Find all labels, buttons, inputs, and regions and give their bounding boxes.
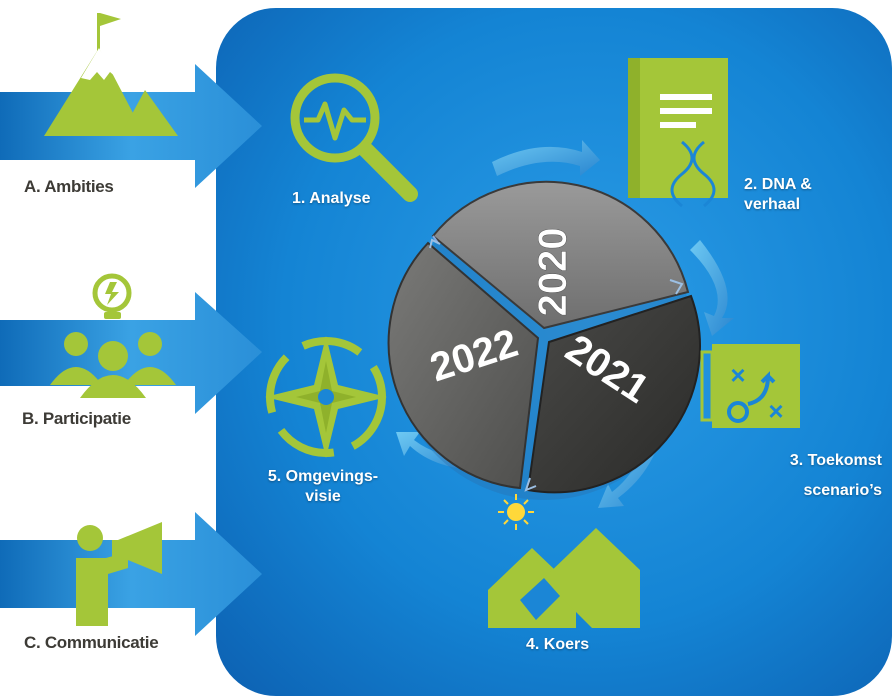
strategy-board-icon: × × [700, 344, 800, 428]
sun-icon [498, 494, 534, 530]
segment-2022 [387, 241, 540, 490]
megaphone-person-icon [76, 522, 162, 626]
year-cycle [387, 180, 701, 500]
segment-2020 [431, 180, 690, 330]
dna-label-line1: 2. DNA & [744, 176, 812, 193]
ambities-label: A. Ambities [24, 177, 114, 196]
segment-2021 [526, 294, 701, 494]
dna-label-line2: verhaal [744, 196, 801, 213]
year-label-2020: 2020 [531, 228, 575, 317]
magnifier-pulse-icon [290, 73, 418, 202]
compass-rose-icon [265, 336, 387, 458]
analyse-label: 1. Analyse [292, 190, 371, 207]
communicatie-input-arrow [0, 512, 262, 636]
people-idea-icon [50, 273, 176, 398]
houses-icon [488, 528, 640, 628]
omgevingsvisie-label-line1: 5. Omgevings- [267, 468, 379, 485]
book-dna-icon [628, 58, 728, 208]
mountain-flag-icon [44, 13, 178, 136]
koers-label: 4. Koers [526, 636, 590, 653]
communicatie-label: C. Communicatie [24, 633, 159, 652]
toekomst-label-line2: scenario’s [803, 482, 882, 499]
omgevingsvisie-label-line2: visie [305, 488, 341, 505]
toekomst-label-line1: 3. Toekomst [789, 452, 882, 469]
svg-text:×: × [730, 360, 745, 390]
svg-text:×: × [768, 396, 783, 426]
participatie-label: B. Participatie [22, 409, 131, 428]
